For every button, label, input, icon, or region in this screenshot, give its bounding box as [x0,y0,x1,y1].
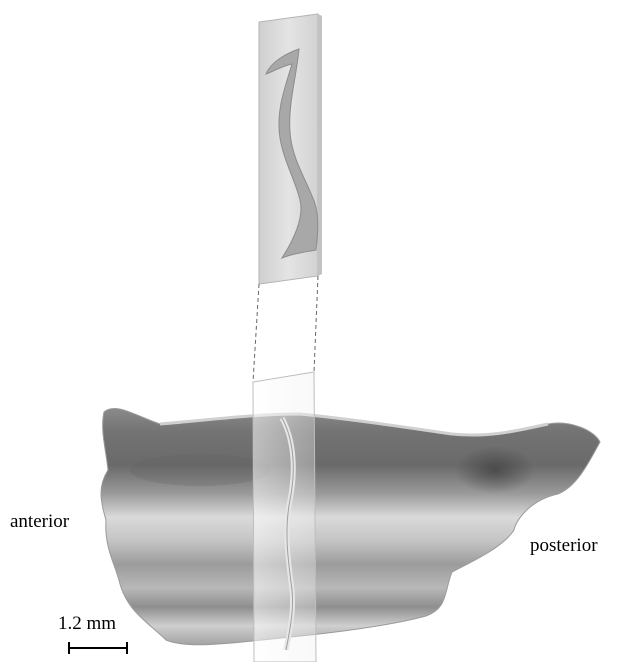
cutting-plane [253,372,316,662]
projection-lines [253,276,318,382]
anterior-label: anterior [10,512,69,531]
posterior-label: posterior [530,536,598,555]
scale-bar [68,641,128,655]
tissue-body [101,409,600,645]
scale-bar-label: 1.2 mm [58,614,116,633]
tissue-volume [101,409,600,645]
extracted-section-slab [259,14,322,284]
